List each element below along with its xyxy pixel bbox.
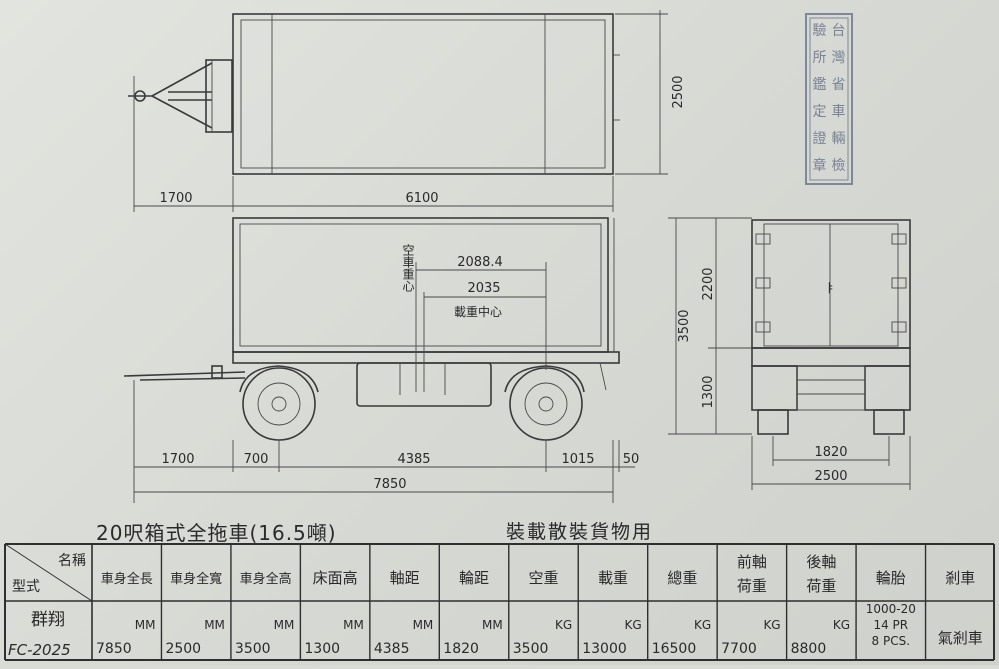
table-unit: KG bbox=[833, 618, 850, 632]
table-unit: MM bbox=[343, 618, 364, 632]
table-value-brake: 氣剎車 bbox=[938, 629, 983, 647]
dim-end: 50 bbox=[623, 452, 640, 467]
table-value: 8800 bbox=[791, 641, 827, 657]
dim-track: 1820 bbox=[814, 445, 847, 460]
dim-wheelbase: 4385 bbox=[397, 452, 430, 467]
seal-char: 定 bbox=[812, 104, 827, 120]
seal-char: 鑑 bbox=[812, 77, 827, 93]
table-header: 前軸 bbox=[737, 553, 767, 571]
table-maker: 群翔 bbox=[31, 610, 65, 630]
table-value: 16500 bbox=[652, 641, 697, 657]
seal-char: 灣 bbox=[831, 50, 846, 66]
table-unit: MM bbox=[204, 618, 225, 632]
table-unit: KG bbox=[763, 618, 780, 632]
seal-char: 檢 bbox=[831, 158, 846, 174]
table-header: 床面高 bbox=[313, 569, 358, 587]
dim-rear-overhang: 1015 bbox=[561, 452, 594, 467]
table-header: 總重 bbox=[667, 569, 697, 587]
side-view: 2088.4 2035 空車重心 載重中心 1700 700 4385 1015… bbox=[123, 217, 640, 503]
table-header: 空重 bbox=[528, 569, 558, 587]
dim-top-width: 2500 bbox=[671, 75, 686, 108]
table-value: 13000 bbox=[582, 641, 627, 657]
table-value: 3500 bbox=[235, 641, 271, 657]
dim-box-height: 2200 bbox=[701, 267, 716, 300]
table-unit: MM bbox=[482, 618, 503, 632]
table-tire-spec: 1000-20 bbox=[866, 602, 916, 616]
table-tire-spec: 14 PR bbox=[873, 618, 908, 632]
table-header: 後軸 bbox=[806, 553, 836, 571]
table-tire-spec: 8 PCS. bbox=[872, 634, 911, 648]
table-unit: MM bbox=[413, 618, 434, 632]
rear-view: ㅑ 3500 2200 1300 1820 2500 bbox=[668, 217, 911, 490]
spec-table-grid: 名稱型式群翔FC-2025車身全長MM7850車身全寬MM2500車身全高MM3… bbox=[4, 543, 995, 661]
inspection-seal bbox=[805, 13, 853, 185]
seal-char: 所 bbox=[812, 50, 827, 66]
side-chassis bbox=[232, 351, 620, 364]
table-header: 剎車 bbox=[945, 569, 975, 587]
rear-door-mark: ㅑ bbox=[824, 281, 835, 295]
table-value: 4385 bbox=[374, 641, 410, 657]
table-header: 荷重 bbox=[806, 577, 836, 595]
label-load-center: 載重中心 bbox=[454, 304, 502, 319]
top-view-outline bbox=[232, 13, 614, 175]
dim-floor-height: 1300 bbox=[701, 375, 716, 408]
seal-char: 章 bbox=[812, 158, 827, 174]
seal-char: 省 bbox=[831, 77, 846, 93]
table-header: 載重 bbox=[598, 569, 628, 587]
table-value: 7700 bbox=[721, 641, 757, 657]
rear-wheel bbox=[504, 365, 585, 441]
table-value: 7850 bbox=[96, 641, 132, 657]
dim-side-drawbar: 1700 bbox=[161, 452, 194, 467]
table-value: 1300 bbox=[304, 641, 340, 657]
dim-total-length: 7850 bbox=[373, 477, 406, 492]
table-value: 2500 bbox=[165, 641, 201, 657]
table-corner-top: 名稱 bbox=[58, 553, 86, 569]
label-empty-center: 空車重心 bbox=[401, 244, 415, 292]
table-header: 車身全高 bbox=[240, 571, 292, 587]
table-header: 車身全長 bbox=[101, 571, 153, 587]
front-wheel bbox=[239, 365, 319, 441]
table-unit: KG bbox=[555, 618, 572, 632]
top-drawbar bbox=[128, 59, 233, 133]
dim-load-center: 2088.4 bbox=[457, 255, 503, 270]
table-model: FC-2025 bbox=[8, 641, 71, 659]
side-box bbox=[232, 217, 609, 353]
dim-total-height: 3500 bbox=[677, 309, 692, 342]
seal-char: 證 bbox=[812, 131, 827, 147]
drawing-purpose: 裝載散裝貨物用 bbox=[506, 521, 654, 543]
table-unit: MM bbox=[274, 618, 295, 632]
dim-empty-center: 2035 bbox=[467, 281, 500, 296]
table-header: 輪胎 bbox=[876, 569, 906, 587]
table-unit: MM bbox=[135, 618, 156, 632]
table-header: 車身全寬 bbox=[170, 571, 222, 587]
seal-text: 台灣省車輛檢 驗所鑑定證章 bbox=[810, 18, 848, 180]
seal-char: 驗 bbox=[812, 23, 827, 39]
table-value: 1820 bbox=[443, 641, 479, 657]
table-unit: KG bbox=[694, 618, 711, 632]
table-corner-bottom: 型式 bbox=[12, 579, 40, 595]
dim-top-length: 6100 bbox=[405, 191, 438, 206]
seal-char: 台 bbox=[831, 23, 846, 39]
dim-front-overhang: 700 bbox=[244, 452, 269, 467]
dim-top-drawbar: 1700 bbox=[159, 191, 192, 206]
rear-hinges bbox=[755, 233, 907, 333]
table-header: 荷重 bbox=[737, 577, 767, 595]
top-view: 2500 1700 6100 bbox=[128, 10, 686, 212]
table-header: 軸距 bbox=[390, 569, 420, 587]
table-header: 輪距 bbox=[459, 569, 489, 587]
dim-rear-width: 2500 bbox=[814, 469, 847, 484]
seal-char: 車 bbox=[831, 104, 846, 120]
drawing-title: 20呎箱式全拖車(16.5噸) bbox=[96, 521, 337, 545]
seal-char: 輛 bbox=[831, 131, 846, 147]
table-unit: KG bbox=[625, 618, 642, 632]
table-value: 3500 bbox=[513, 641, 549, 657]
top-view-inner bbox=[240, 19, 606, 169]
